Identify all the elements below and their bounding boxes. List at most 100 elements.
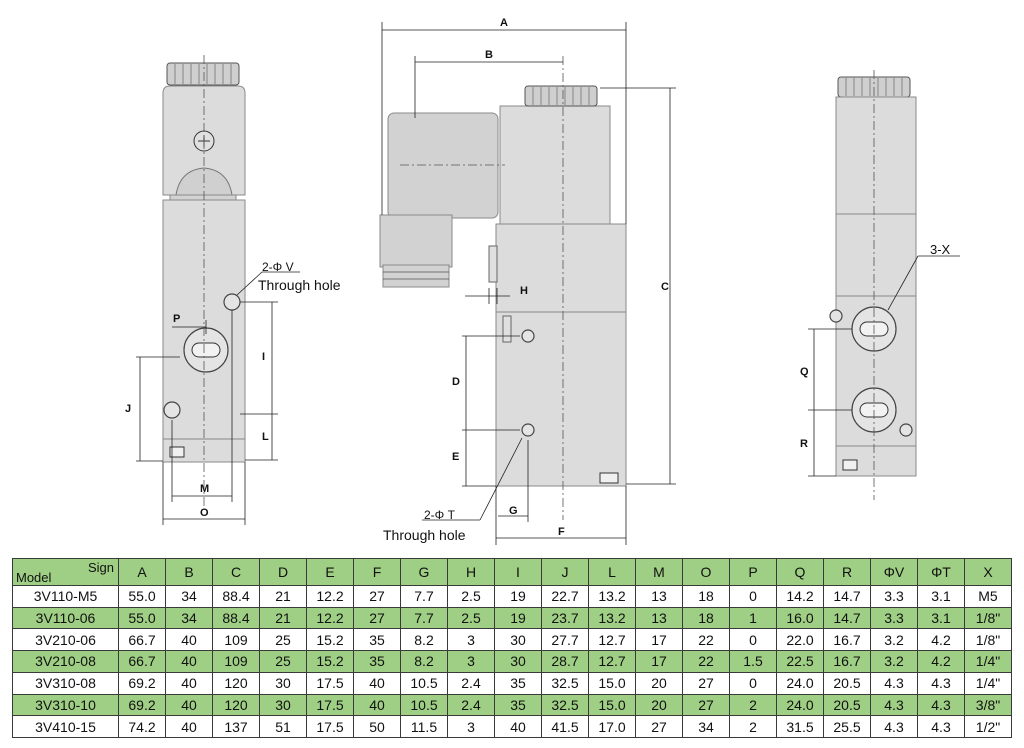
table-cell: 19 xyxy=(494,585,542,608)
table-cell: 14.7 xyxy=(823,606,871,630)
table-cell: 66.7 xyxy=(118,628,166,652)
table-cell: 3 xyxy=(447,650,495,673)
corner-sign-label: Sign xyxy=(87,560,114,575)
table-cell: 17.5 xyxy=(306,693,354,717)
table-cell: 17.5 xyxy=(306,715,354,738)
table-cell: 4.3 xyxy=(870,693,918,717)
table-cell: 23.7 xyxy=(541,606,589,630)
table-cell: 27 xyxy=(353,606,401,630)
column-header: Q xyxy=(776,558,824,586)
table-cell: 69.2 xyxy=(118,671,166,695)
table-cell: 25 xyxy=(259,628,307,652)
table-cell: 4.3 xyxy=(870,671,918,695)
table-cell: 1/8" xyxy=(964,628,1012,652)
table-cell: 20.5 xyxy=(823,693,871,717)
table-cell: 15.0 xyxy=(588,671,636,695)
table-cell: 2.5 xyxy=(447,606,495,630)
table-cell: 12.2 xyxy=(306,606,354,630)
table-cell: 27.7 xyxy=(541,628,589,652)
table-cell: 15.2 xyxy=(306,628,354,652)
column-header: H xyxy=(447,558,495,586)
end-view: Q R 3-X xyxy=(800,70,960,500)
column-header: G xyxy=(400,558,448,586)
table-cell: 4.3 xyxy=(917,715,965,738)
table-cell: 40 xyxy=(353,693,401,717)
table-cell: 74.2 xyxy=(118,715,166,738)
table-cell: 10.5 xyxy=(400,671,448,695)
table-cell: 0 xyxy=(729,585,777,608)
table-cell: 4.2 xyxy=(917,628,965,652)
table-cell: 35 xyxy=(353,650,401,673)
table-cell: 15.2 xyxy=(306,650,354,673)
table-cell: 40 xyxy=(165,715,213,738)
table-cell: 69.2 xyxy=(118,693,166,717)
column-header: ΦT xyxy=(917,558,965,586)
dim-label-A: A xyxy=(500,17,508,29)
dim-label-Q: Q xyxy=(800,366,809,378)
table-cell: 27 xyxy=(353,585,401,608)
table-cell: 40 xyxy=(165,671,213,695)
table-cell: 12.2 xyxy=(306,585,354,608)
column-header: O xyxy=(682,558,730,586)
table-cell: 3.3 xyxy=(870,606,918,630)
table-cell: 25.5 xyxy=(823,715,871,738)
table-cell: 1/8" xyxy=(964,606,1012,630)
dim-label-M: M xyxy=(200,483,209,495)
table-cell: 0 xyxy=(729,628,777,652)
table-cell: 4.3 xyxy=(917,693,965,717)
table-cell: 14.7 xyxy=(823,585,871,608)
table-cell: 22.0 xyxy=(776,628,824,652)
table-cell: 13 xyxy=(635,606,683,630)
table-cell: 40 xyxy=(165,628,213,652)
column-header: J xyxy=(541,558,589,586)
table-cell: 15.0 xyxy=(588,693,636,717)
column-header: P xyxy=(729,558,777,586)
table-cell: 17.0 xyxy=(588,715,636,738)
dim-label-R: R xyxy=(800,438,808,450)
table-cell: 3.3 xyxy=(870,585,918,608)
table-cell: 32.5 xyxy=(541,671,589,695)
model-cell: 3V110-06 xyxy=(12,606,119,630)
table-cell: 27 xyxy=(682,693,730,717)
table-cell: 24.0 xyxy=(776,693,824,717)
column-header: L xyxy=(588,558,636,586)
table-cell: 137 xyxy=(212,715,260,738)
table-cell: 88.4 xyxy=(212,585,260,608)
table-cell: 51 xyxy=(259,715,307,738)
table-cell: 1.5 xyxy=(729,650,777,673)
table-cell: 2.4 xyxy=(447,693,495,717)
table-cell: 1/4" xyxy=(964,650,1012,673)
model-cell: 3V210-08 xyxy=(12,650,119,673)
table-cell: 17.5 xyxy=(306,671,354,695)
dim-label-E: E xyxy=(452,451,459,463)
table-cell: 10.5 xyxy=(400,693,448,717)
valve-dimension-drawing: M O P J I L 2-Φ V Through hole xyxy=(125,17,960,545)
column-header: C xyxy=(212,558,260,586)
table-cell: 19 xyxy=(494,606,542,630)
table-cell: 34 xyxy=(682,715,730,738)
dim-label-H: H xyxy=(520,285,528,297)
model-cell: 3V410-15 xyxy=(12,715,119,738)
x-port-label: 3-X xyxy=(930,242,951,257)
table-cell: 40 xyxy=(165,650,213,673)
column-header: ΦV xyxy=(870,558,918,586)
dim-label-O: O xyxy=(200,507,209,519)
table-cell: 8.2 xyxy=(400,628,448,652)
table-cell: 21 xyxy=(259,585,307,608)
table-cell: 21 xyxy=(259,606,307,630)
table-cell: 8.2 xyxy=(400,650,448,673)
table-cell: 3.2 xyxy=(870,650,918,673)
table-cell: 40 xyxy=(165,693,213,717)
table-cell: 4.3 xyxy=(870,715,918,738)
table-cell: 14.2 xyxy=(776,585,824,608)
dim-label-D: D xyxy=(452,376,460,388)
table-cell: M5 xyxy=(964,585,1012,608)
through-hole-label-left: Through hole xyxy=(258,277,341,293)
